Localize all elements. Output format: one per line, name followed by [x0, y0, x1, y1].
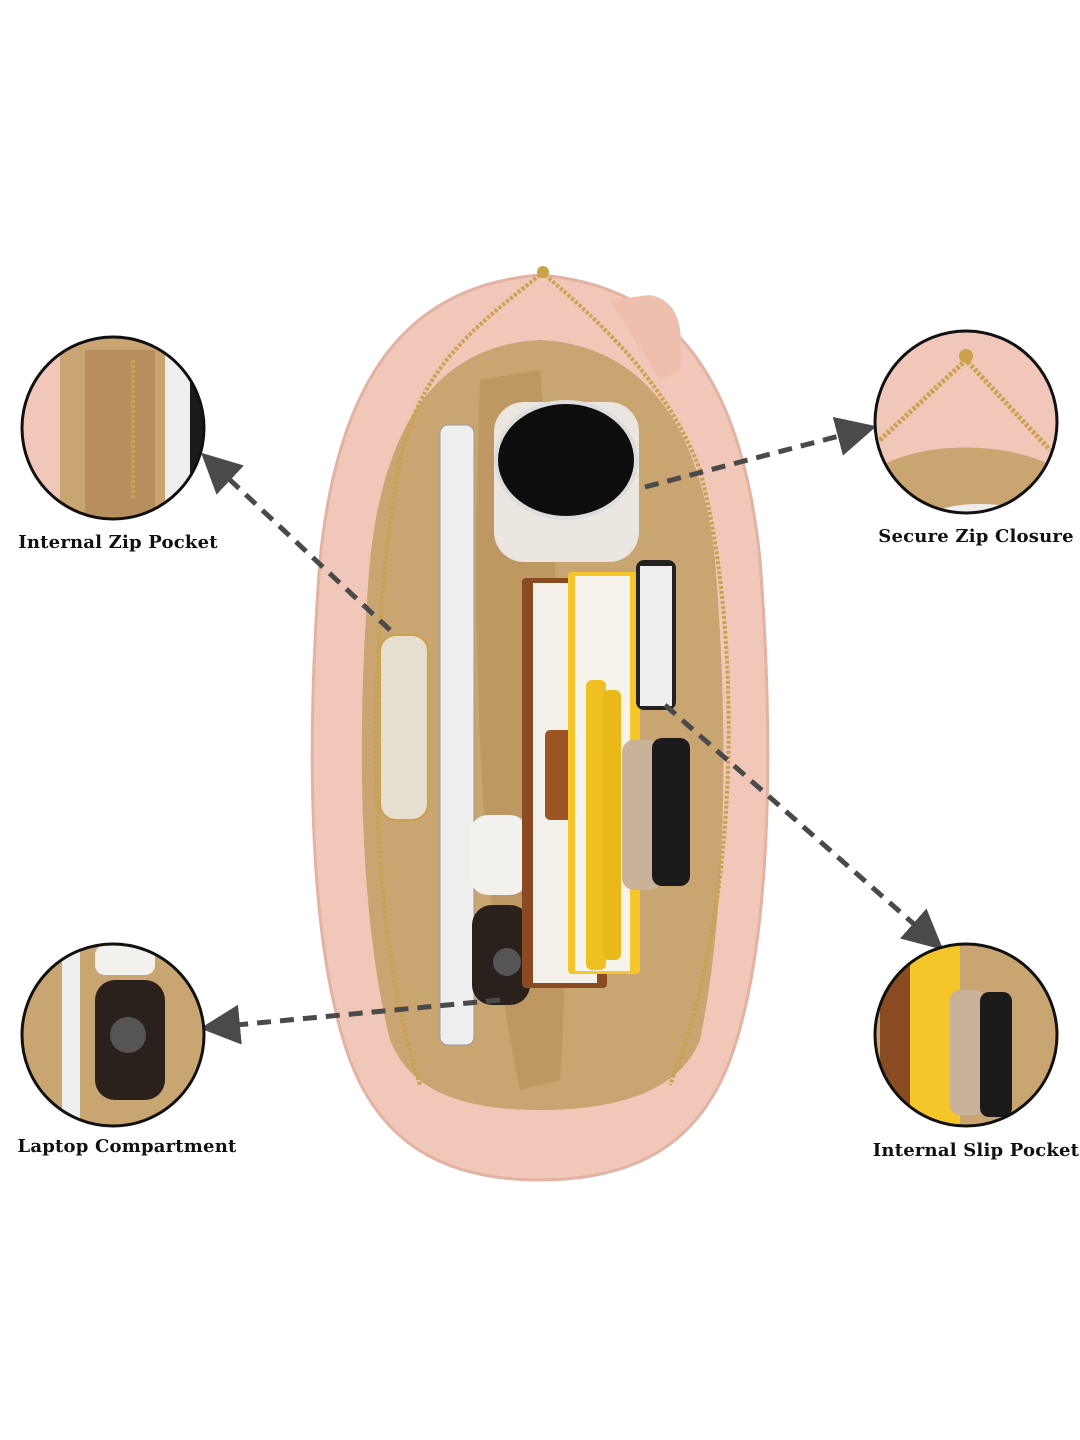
- callout-arrows: [200, 417, 944, 1045]
- slip-pocket-detail: [873, 942, 1059, 1128]
- laptop-compartment-detail: [20, 942, 206, 1128]
- arrow-slip-pocket: [663, 703, 944, 950]
- label-internal-slip-pocket: Internal Slip Pocket: [872, 1140, 1080, 1161]
- label-laptop-compartment: Laptop Compartment: [17, 1136, 237, 1157]
- arrow-zip-pocket: [201, 452, 392, 632]
- label-internal-zip-pocket: Internal Zip Pocket: [18, 532, 218, 553]
- tote-bag: [310, 266, 770, 1182]
- arrow-laptop: [200, 997, 501, 1045]
- label-secure-zip-closure: Secure Zip Closure: [878, 526, 1074, 547]
- zip-closure-detail: [873, 329, 1059, 515]
- zip-pocket-detail: [20, 335, 206, 521]
- arrow-zip-closure: [644, 417, 877, 490]
